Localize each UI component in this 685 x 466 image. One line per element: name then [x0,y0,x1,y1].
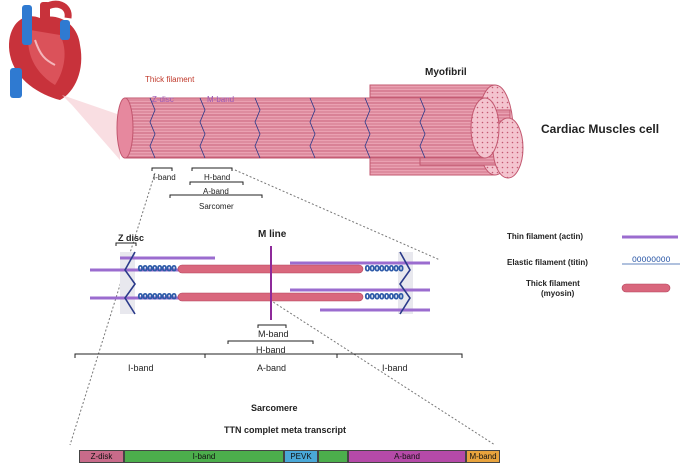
zoom-line-right [269,299,496,446]
svg-text:OOOOOOOO: OOOOOOOO [138,293,177,302]
legend-thick-label-2: (myosin) [541,289,575,298]
label-i-band-upper: I-band [153,173,176,182]
label-a-band-upper: A-band [203,187,229,196]
transcript-segment-pevk: PEVK [284,450,318,463]
transcript-segment-i-band: I-band [124,450,284,463]
muscle-bundle [116,84,524,179]
z-disc-line-left [124,251,136,315]
label-h-band-detail: H-band [256,345,286,355]
transcript-segment-z-disk: Z-disk [79,450,124,463]
svg-text:OOOOOOOO: OOOOOOOO [138,265,177,274]
label-h-band-upper: H-band [204,173,231,182]
label-m-line: M line [258,229,287,240]
vein-icon [10,68,22,98]
upper-band-brackets [151,167,263,198]
transcript-segment-m-band: M-band [466,450,500,463]
z-disc-line-right [399,251,411,315]
lower-band-brackets [74,242,463,358]
svg-text:OOOOOOOO: OOOOOOOO [365,265,404,274]
legend-icons: OOOOOOOO [621,235,680,293]
label-m-band: M-band [207,95,235,104]
label-i-band-right: I-band [382,363,408,373]
transcript-segment-a-band: A-band [348,450,466,463]
label-a-band-detail: A-band [257,363,287,373]
legend-thick-label-1: Thick filament [526,279,580,288]
legend-thin-label: Thin filament (actin) [507,232,583,241]
zoom-line-left [69,172,156,446]
label-sarcomere: Sarcomere [251,403,298,413]
label-myofibril: Myofibril [425,67,467,78]
label-m-band-detail: M-band [258,329,289,339]
legend-elastic-label: Elastic filament (titin) [507,258,588,267]
label-z-disc-detail: Z disc [118,233,145,243]
titin-icon: OOOOOOOO [632,256,671,265]
sarcomere-detail: OOOOOOOO OOOOOOOO OOOOOOOO OOOOOOOO [90,246,430,320]
label-sarcomer: Sarcomer [199,202,234,211]
myosin-icon [621,283,671,293]
zoom-cone [62,95,120,160]
heart-illustration [9,0,82,100]
transcript-segment-i-band-tail [318,450,348,463]
label-ttn-title: TTN complet meta transcript [224,425,347,435]
svg-text:OOOOOOOO: OOOOOOOO [365,293,404,302]
label-i-band-left: I-band [128,363,154,373]
label-cardiac-cell: Cardiac Muscles cell [541,122,660,136]
label-z-disc: Z-disc [152,95,174,104]
label-thick-filament: Thick filament [145,75,195,84]
